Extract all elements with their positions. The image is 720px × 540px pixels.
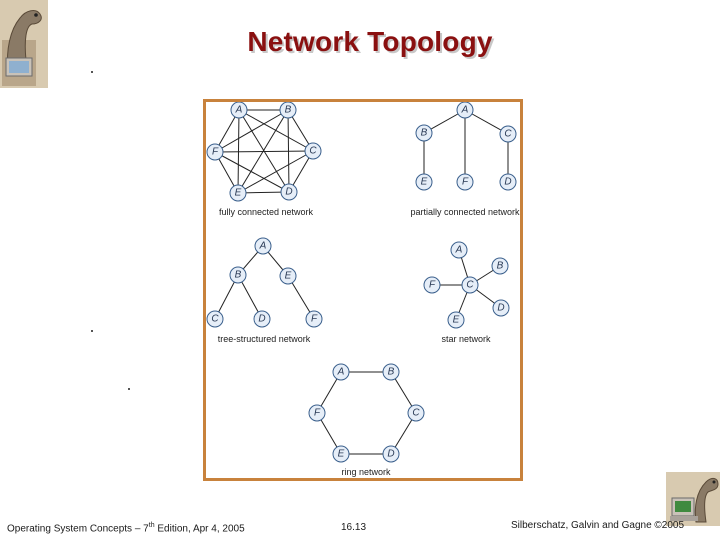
node-b: B — [382, 363, 400, 381]
node-b: B — [415, 124, 433, 142]
diagram-caption: fully connected network — [219, 207, 314, 217]
node-a: A — [450, 241, 468, 259]
footer-course-info: Operating System Concepts – 7th Edition,… — [7, 522, 245, 534]
svg-text:D: D — [387, 449, 394, 460]
dinosaur-logo-icon — [0, 0, 48, 88]
node-f: F — [308, 404, 326, 422]
ring-diagram: A B C D E F ring network — [308, 363, 425, 477]
svg-text:A: A — [259, 241, 267, 252]
slide-title: Network Topology — [247, 26, 493, 57]
svg-text:A: A — [235, 105, 243, 116]
node-d: D — [382, 445, 400, 463]
svg-text:C: C — [309, 146, 317, 157]
node-a: A — [230, 102, 248, 119]
edge — [214, 109, 289, 153]
node-c: C — [304, 142, 322, 160]
svg-text:C: C — [412, 408, 420, 419]
node-e: E — [279, 267, 297, 285]
svg-text:D: D — [504, 177, 511, 188]
diagram-caption: partially connected network — [410, 207, 520, 217]
node-f: F — [305, 310, 323, 328]
diagram-caption: tree-structured network — [218, 334, 311, 344]
partially-connected-diagram: A B C D E F partially connected network — [410, 102, 520, 217]
node-e: E — [332, 445, 350, 463]
svg-text:F: F — [212, 147, 219, 158]
svg-text:E: E — [285, 271, 292, 282]
node-f: F — [206, 143, 224, 161]
node-e: E — [415, 173, 433, 191]
node-d: D — [499, 173, 517, 191]
svg-text:B: B — [421, 128, 428, 139]
footer-page-number: 16.13 — [341, 522, 367, 533]
node-c: C — [499, 125, 517, 143]
node-c: C — [206, 310, 224, 328]
svg-text:E: E — [235, 188, 242, 199]
decorative-dot — [128, 388, 130, 390]
svg-text:F: F — [429, 280, 436, 291]
svg-text:A: A — [455, 245, 463, 256]
topology-diagrams-svg: A B C D E F fully connected network A B … — [206, 102, 520, 477]
svg-text:B: B — [497, 261, 504, 272]
svg-text:A: A — [337, 367, 345, 378]
diagram-caption: star network — [441, 334, 491, 344]
svg-text:D: D — [285, 187, 292, 198]
footer-left-sup: th — [148, 522, 155, 529]
decorative-dot — [91, 330, 93, 332]
svg-text:E: E — [338, 449, 345, 460]
node-d: D — [280, 183, 298, 201]
node-e: E — [229, 184, 247, 202]
node-f: F — [456, 173, 474, 191]
svg-text:F: F — [314, 408, 321, 419]
svg-text:F: F — [462, 177, 469, 188]
node-b: B — [491, 257, 509, 275]
dinosaur-computer-icon — [666, 472, 720, 526]
star-diagram: A B C D E F star network — [423, 241, 510, 344]
node-d: D — [253, 310, 271, 328]
svg-text:E: E — [453, 315, 460, 326]
footer-copyright: Silberschatz, Galvin and Gagne ©2005 — [511, 520, 685, 531]
node-c: C — [461, 276, 479, 294]
node-a: A — [456, 102, 474, 119]
footer-left-prefix: Operating System Concepts – 7 — [7, 523, 149, 535]
node-f: F — [423, 276, 441, 294]
svg-text:C: C — [504, 129, 512, 140]
edge — [237, 150, 314, 194]
svg-text:C: C — [466, 280, 474, 291]
edge — [237, 191, 290, 194]
fully-connected-diagram: A B C D E F fully connected network — [206, 102, 322, 217]
tree-structured-diagram: A B E C D F tree-structured network — [206, 237, 323, 344]
node-d: D — [492, 299, 510, 317]
svg-text:B: B — [285, 105, 292, 116]
svg-text:D: D — [497, 303, 504, 314]
node-c: C — [407, 404, 425, 422]
node-b: B — [229, 266, 247, 284]
node-a: A — [332, 363, 350, 381]
network-topology-figure: A B C D E F fully connected network A B … — [203, 99, 523, 481]
footer-left-suffix: Edition, Apr 4, 2005 — [154, 523, 245, 535]
svg-text:E: E — [421, 177, 428, 188]
node-a: A — [254, 237, 272, 255]
svg-text:B: B — [235, 270, 242, 281]
svg-text:B: B — [388, 367, 395, 378]
svg-text:C: C — [211, 314, 219, 325]
svg-text:A: A — [461, 105, 469, 116]
edge — [214, 150, 314, 153]
node-e: E — [447, 311, 465, 329]
decorative-dot — [91, 71, 93, 73]
node-b: B — [279, 102, 297, 119]
svg-text:D: D — [258, 314, 265, 325]
svg-text:F: F — [311, 314, 318, 325]
edge — [214, 151, 290, 193]
diagram-caption: ring network — [341, 467, 391, 477]
